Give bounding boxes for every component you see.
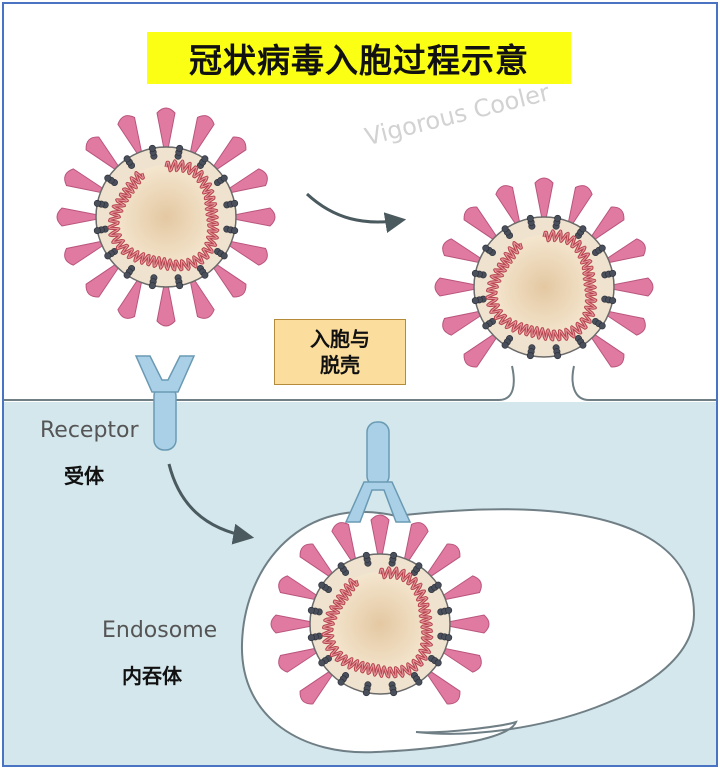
entry-uncoating-label: 入胞与 脱壳 [274, 319, 406, 385]
spike-protein [85, 136, 120, 171]
spike-protein [156, 107, 176, 150]
entry-label-line1: 入胞与 [310, 327, 370, 351]
spike-protein [212, 136, 247, 171]
spike-protein [463, 206, 498, 241]
spike-protein [434, 277, 477, 297]
spike-protein [534, 177, 554, 220]
virus-fusing [434, 177, 654, 368]
spike-protein [85, 263, 120, 298]
spike-protein [403, 522, 429, 563]
spike-protein [212, 263, 247, 298]
spike-protein [442, 238, 483, 264]
spike-protein [426, 670, 461, 705]
arrow-to-endosome [167, 463, 255, 545]
spike-protein [64, 168, 105, 194]
page-title: 冠状病毒入胞过程示意 [147, 32, 571, 84]
spike-protein [117, 278, 143, 319]
spike-protein [441, 647, 482, 673]
spike-protein [56, 207, 99, 227]
spike-protein [590, 206, 625, 241]
receptor-label-en: Receptor [40, 418, 139, 443]
entry-diagram [4, 107, 716, 754]
spike-protein [64, 240, 105, 266]
spike-protein [278, 647, 319, 673]
spike-protein [370, 514, 390, 557]
spike-protein [426, 543, 461, 578]
spike-protein [331, 522, 357, 563]
spike-protein [270, 614, 313, 634]
spike-protein [442, 310, 483, 336]
plasma-membrane [4, 365, 716, 401]
receptor [134, 355, 196, 451]
spike-protein [495, 185, 521, 226]
spike-protein [189, 115, 215, 156]
entry-label-line2: 脱壳 [320, 353, 360, 377]
virus-in-endosome [270, 514, 490, 705]
spike-protein [117, 115, 143, 156]
spike-protein [463, 333, 498, 368]
spike-protein [278, 575, 319, 601]
spike-protein [590, 333, 625, 368]
spike-protein [605, 238, 646, 264]
spike-protein [233, 207, 276, 227]
endosome-receptor [344, 421, 412, 523]
spike-protein [447, 614, 490, 634]
spike-protein [567, 185, 593, 226]
spike-protein [611, 277, 654, 297]
virus-free [56, 107, 276, 327]
spike-protein [299, 543, 334, 578]
spike-protein [299, 670, 334, 705]
spike-protein [227, 240, 268, 266]
endosome-label-en: Endosome [102, 618, 218, 643]
spike-protein [605, 310, 646, 336]
receptor-label-zh: 受体 [64, 464, 104, 488]
endosome-label-zh: 内吞体 [122, 664, 182, 688]
spike-protein [227, 168, 268, 194]
spike-protein [441, 575, 482, 601]
spike-protein [156, 284, 176, 327]
spike-protein [189, 278, 215, 319]
arrow-to-entry [305, 192, 407, 233]
